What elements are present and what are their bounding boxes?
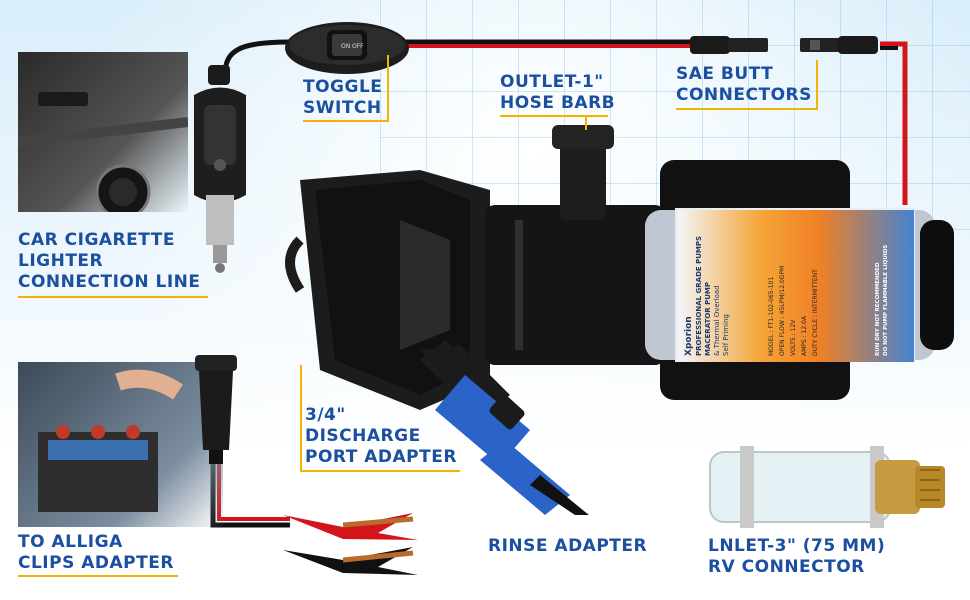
label-alligator-clips-adapter: TO ALLIGA CLIPS ADAPTER [18, 532, 174, 573]
rinse-adapter [420, 345, 589, 515]
label-discharge-port-adapter: 3/4" DISCHARGE PORT ADAPTER [305, 405, 457, 467]
photo-car-lighter-socket [18, 52, 188, 212]
pump-brand: Xporion [684, 316, 694, 356]
leader-outlet [585, 115, 587, 130]
label-rinse-adapter: RINSE ADAPTER [488, 536, 648, 556]
leader-toggle-switch [387, 55, 389, 121]
cigarette-lighter-plug [194, 65, 246, 273]
switch-on-text: ON [341, 43, 350, 50]
label-outlet-hose-barb: OUTLET-1" HOSE BARB [500, 72, 616, 113]
label-rv-inlet-connector: LNLET-3" (75 MM) RV CONNECTOR [708, 536, 886, 577]
underline-car-lighter [18, 296, 208, 298]
pump-product-label: Xporion PROFESSIONAL GRADE PUMPS MACERAT… [678, 210, 914, 362]
pump-spec-row: MODEL : FT1-102-065-101 [768, 276, 775, 356]
pump-spec-row: AMPS : 12.0A [801, 315, 808, 356]
leader-discharge [300, 365, 302, 471]
pump-feature-1: & Thermal Overload [713, 285, 721, 356]
pump-warning-1: RUN DRY NOT RECOMMENDED [875, 262, 881, 356]
label-sae-butt-connectors: SAE BUTT CONNECTORS [676, 64, 812, 105]
label-toggle-switch: TOGGLE SWITCH [303, 77, 383, 118]
underline-outlet [500, 115, 608, 117]
underline-alligator [18, 575, 178, 577]
sae-connectors [690, 36, 878, 54]
pump-spec-row: OPEN FLOW : 45LPM/12.0GPM [779, 265, 786, 356]
switch-off-text: OFF [352, 43, 364, 50]
underline-toggle-switch [303, 120, 389, 122]
pump-spec-row: VOLTS : 12V [790, 319, 797, 356]
pump-feature-2: Self Priming [722, 314, 730, 356]
alligator-clips [283, 513, 418, 575]
leader-sae [816, 60, 818, 110]
label-car-cigarette-lighter: CAR CIGARETTE LIGHTER CONNECTION LINE [18, 230, 201, 292]
photo-car-battery [18, 362, 223, 527]
toggle-switch: ON OFF [285, 22, 409, 74]
underline-sae [676, 108, 818, 110]
pump-title-line2: MACERATOR PUMP [704, 281, 712, 356]
pump-spec-row: DUTY CYCLE : INTERMITTENT [812, 269, 819, 356]
underline-discharge [300, 470, 460, 472]
pump-title-line1: PROFESSIONAL GRADE PUMPS [695, 235, 703, 356]
rv-inlet-connector [709, 446, 945, 528]
pump-warning-2: DO NOT PUMP FLAMMABLE LIQUIDS [883, 244, 889, 356]
lighter-socket-adapter [195, 355, 237, 464]
